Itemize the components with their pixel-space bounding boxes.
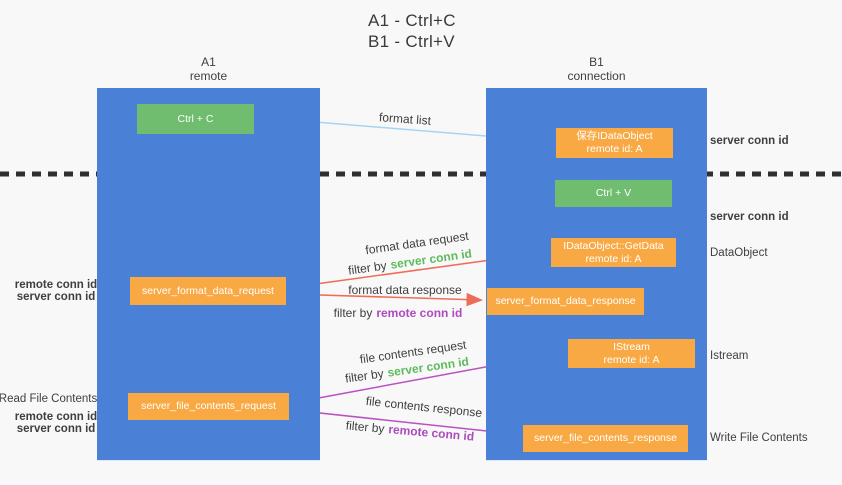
side-label-remote-conn-id-left-2: remote conn id: [14, 411, 98, 423]
side-label-server-conn-id-right-1: server conn id: [710, 135, 789, 147]
side-label-server-conn-id-left-1: server conn id: [16, 291, 96, 303]
lane-a1-name: A1: [201, 55, 216, 69]
lane-a1-subtitle: remote: [189, 69, 228, 83]
filter-by-text: filter by: [347, 258, 388, 278]
diagram-title: A1 - Ctrl+C B1 - Ctrl+V: [368, 10, 456, 52]
lane-header-b1: B1 connection: [486, 55, 707, 83]
node-istream: IStream remote id: A: [568, 339, 695, 368]
side-label-write-file-contents: Write File Contents: [710, 432, 808, 444]
node-server-format-data-response: server_format_data_response: [487, 288, 644, 315]
node-server-file-contents-response-label: server_file_contents_response: [533, 432, 677, 444]
node-save-idataobject: 保存IDataObject remote id: A: [556, 128, 673, 158]
node-idataobject-getdata: IDataObject::GetData remote id: A: [551, 238, 676, 267]
node-ctrl-v-label: Ctrl + V: [595, 187, 632, 199]
node-server-format-data-request-label: server_format_data_request: [142, 284, 274, 297]
side-label-dataobject: DataObject: [710, 247, 768, 259]
node-save-idataobject-line1: 保存IDataObject: [576, 130, 653, 142]
node-server-file-contents-request: server_file_contents_request: [128, 393, 289, 420]
side-label-server-conn-id-left-2: server conn id: [16, 423, 96, 435]
side-label-server-conn-id-right-2: server conn id: [710, 211, 789, 223]
filter-by-text: filter by: [344, 366, 385, 386]
edge-label-format-data-response: format data response: [348, 283, 462, 297]
lane-b1-name: B1: [589, 55, 604, 69]
node-save-idataobject-line2: remote id: A: [586, 143, 643, 155]
side-label-read-file-contents: Read File Contents: [0, 393, 98, 405]
node-ctrl-c-label: Ctrl + C: [177, 112, 214, 125]
node-istream-line1: IStream: [613, 340, 650, 353]
filter-by-text: filter by: [333, 306, 373, 320]
title-line-1: A1 - Ctrl+C: [368, 11, 456, 30]
node-server-format-data-request: server_format_data_request: [130, 277, 286, 305]
lane-header-a1: A1 remote: [97, 55, 320, 83]
filter-by-text: filter by: [345, 418, 386, 436]
node-server-file-contents-request-label: server_file_contents_request: [141, 400, 276, 412]
node-server-file-contents-response: server_file_contents_response: [523, 425, 688, 452]
node-idataobject-getdata-line2: remote id: A: [585, 252, 642, 265]
remote-conn-id-text: remote conn id: [376, 306, 463, 320]
edge-label-file-contents-response: file contents response: [365, 393, 483, 421]
lane-b1-subtitle: connection: [567, 69, 626, 83]
node-istream-line2: remote id: A: [603, 353, 660, 366]
node-idataobject-getdata-line1: IDataObject::GetData: [563, 239, 664, 252]
node-ctrl-v: Ctrl + V: [555, 180, 672, 207]
remote-conn-id-text: remote conn id: [387, 422, 475, 444]
node-server-format-data-response-label: server_format_data_response: [495, 295, 636, 307]
side-label-istream: Istream: [710, 350, 749, 362]
edge-label-format-list: format list: [378, 110, 432, 128]
title-line-2: B1 - Ctrl+V: [368, 32, 455, 51]
side-label-remote-conn-id-left-1: remote conn id: [14, 279, 98, 291]
node-ctrl-c: Ctrl + C: [137, 104, 254, 134]
